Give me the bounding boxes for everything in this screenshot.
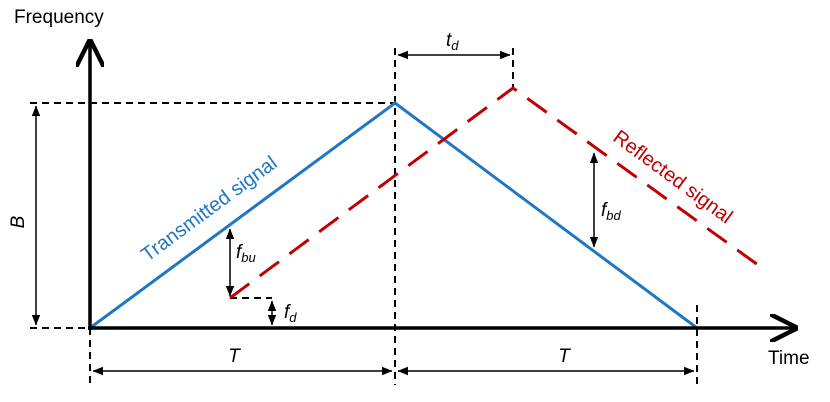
time-delay-main: t xyxy=(446,30,452,51)
beat-down-main: f xyxy=(601,200,608,221)
time-delay-label: td xyxy=(446,30,459,53)
doppler-sub: d xyxy=(289,310,297,325)
beat-up-main: f xyxy=(236,242,243,263)
guide-lines xyxy=(30,48,698,385)
transmitted-signal-label: Transmitted signal xyxy=(137,152,281,266)
dimension-arrows xyxy=(31,50,695,376)
x-axis-title: Time xyxy=(768,348,810,369)
time-delay-sub: d xyxy=(451,38,459,53)
reflected-signal-line xyxy=(229,86,766,300)
beat-up-sub: bu xyxy=(241,250,255,265)
doppler-label: fd xyxy=(284,302,297,325)
period-right-label: T xyxy=(558,346,571,367)
beat-down-label: fbd xyxy=(601,200,622,223)
y-axis-title: Frequency xyxy=(14,7,104,28)
period-left-label: T xyxy=(228,346,241,367)
bandwidth-label: B xyxy=(8,215,29,228)
beat-down-sub: bd xyxy=(606,208,621,223)
beat-up-label: fbu xyxy=(236,242,256,265)
transmitted-signal-line xyxy=(89,101,698,330)
doppler-main: f xyxy=(284,302,291,323)
reflected-signal-label: Reflected signal xyxy=(609,126,737,228)
